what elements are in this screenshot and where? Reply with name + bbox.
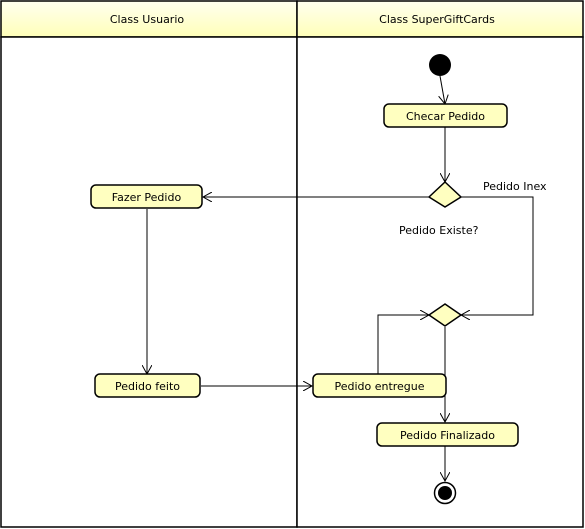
action-pedido-finalizado[interactable]: Pedido Finalizado bbox=[376, 422, 519, 447]
action-fazer-pedido[interactable]: Fazer Pedido bbox=[90, 184, 203, 209]
edge-decision-to-merge-inexistente bbox=[460, 196, 534, 315]
branch-label-inexistente: Pedido Inex bbox=[483, 180, 547, 193]
decision-diamond bbox=[427, 180, 463, 208]
action-pedido-finalizado-label: Pedido Finalizado bbox=[400, 429, 495, 442]
swimlane-usuario-body bbox=[0, 36, 298, 528]
swimlane-supergiftcards-header bbox=[296, 0, 584, 38]
action-pedido-feito-label: Pedido feito bbox=[115, 380, 180, 393]
swimlane-usuario-header bbox=[0, 0, 298, 38]
edges bbox=[147, 75, 534, 481]
swimlane-usuario: Class Usuario bbox=[0, 0, 298, 528]
action-pedido-entregue-label: Pedido entregue bbox=[334, 380, 424, 393]
swimlane-supergiftcards: Class SuperGiftCards bbox=[296, 0, 584, 528]
decision-question-label: Pedido Existe? bbox=[399, 224, 479, 237]
swimlane-supergiftcards-title: Class SuperGiftCards bbox=[379, 13, 495, 26]
action-pedido-feito[interactable]: Pedido feito bbox=[94, 373, 201, 398]
action-checar-pedido[interactable]: Checar Pedido bbox=[383, 103, 508, 128]
edge-entregue-to-merge bbox=[377, 315, 429, 374]
swimlane-usuario-title: Class Usuario bbox=[110, 13, 185, 26]
action-fazer-pedido-label: Fazer Pedido bbox=[112, 191, 182, 204]
edge-start-to-checar bbox=[440, 75, 445, 104]
action-pedido-entregue[interactable]: Pedido entregue bbox=[312, 373, 447, 398]
final-node bbox=[433, 481, 457, 505]
merge-diamond bbox=[427, 303, 463, 327]
action-checar-pedido-label: Checar Pedido bbox=[406, 110, 485, 123]
initial-node bbox=[429, 54, 451, 76]
